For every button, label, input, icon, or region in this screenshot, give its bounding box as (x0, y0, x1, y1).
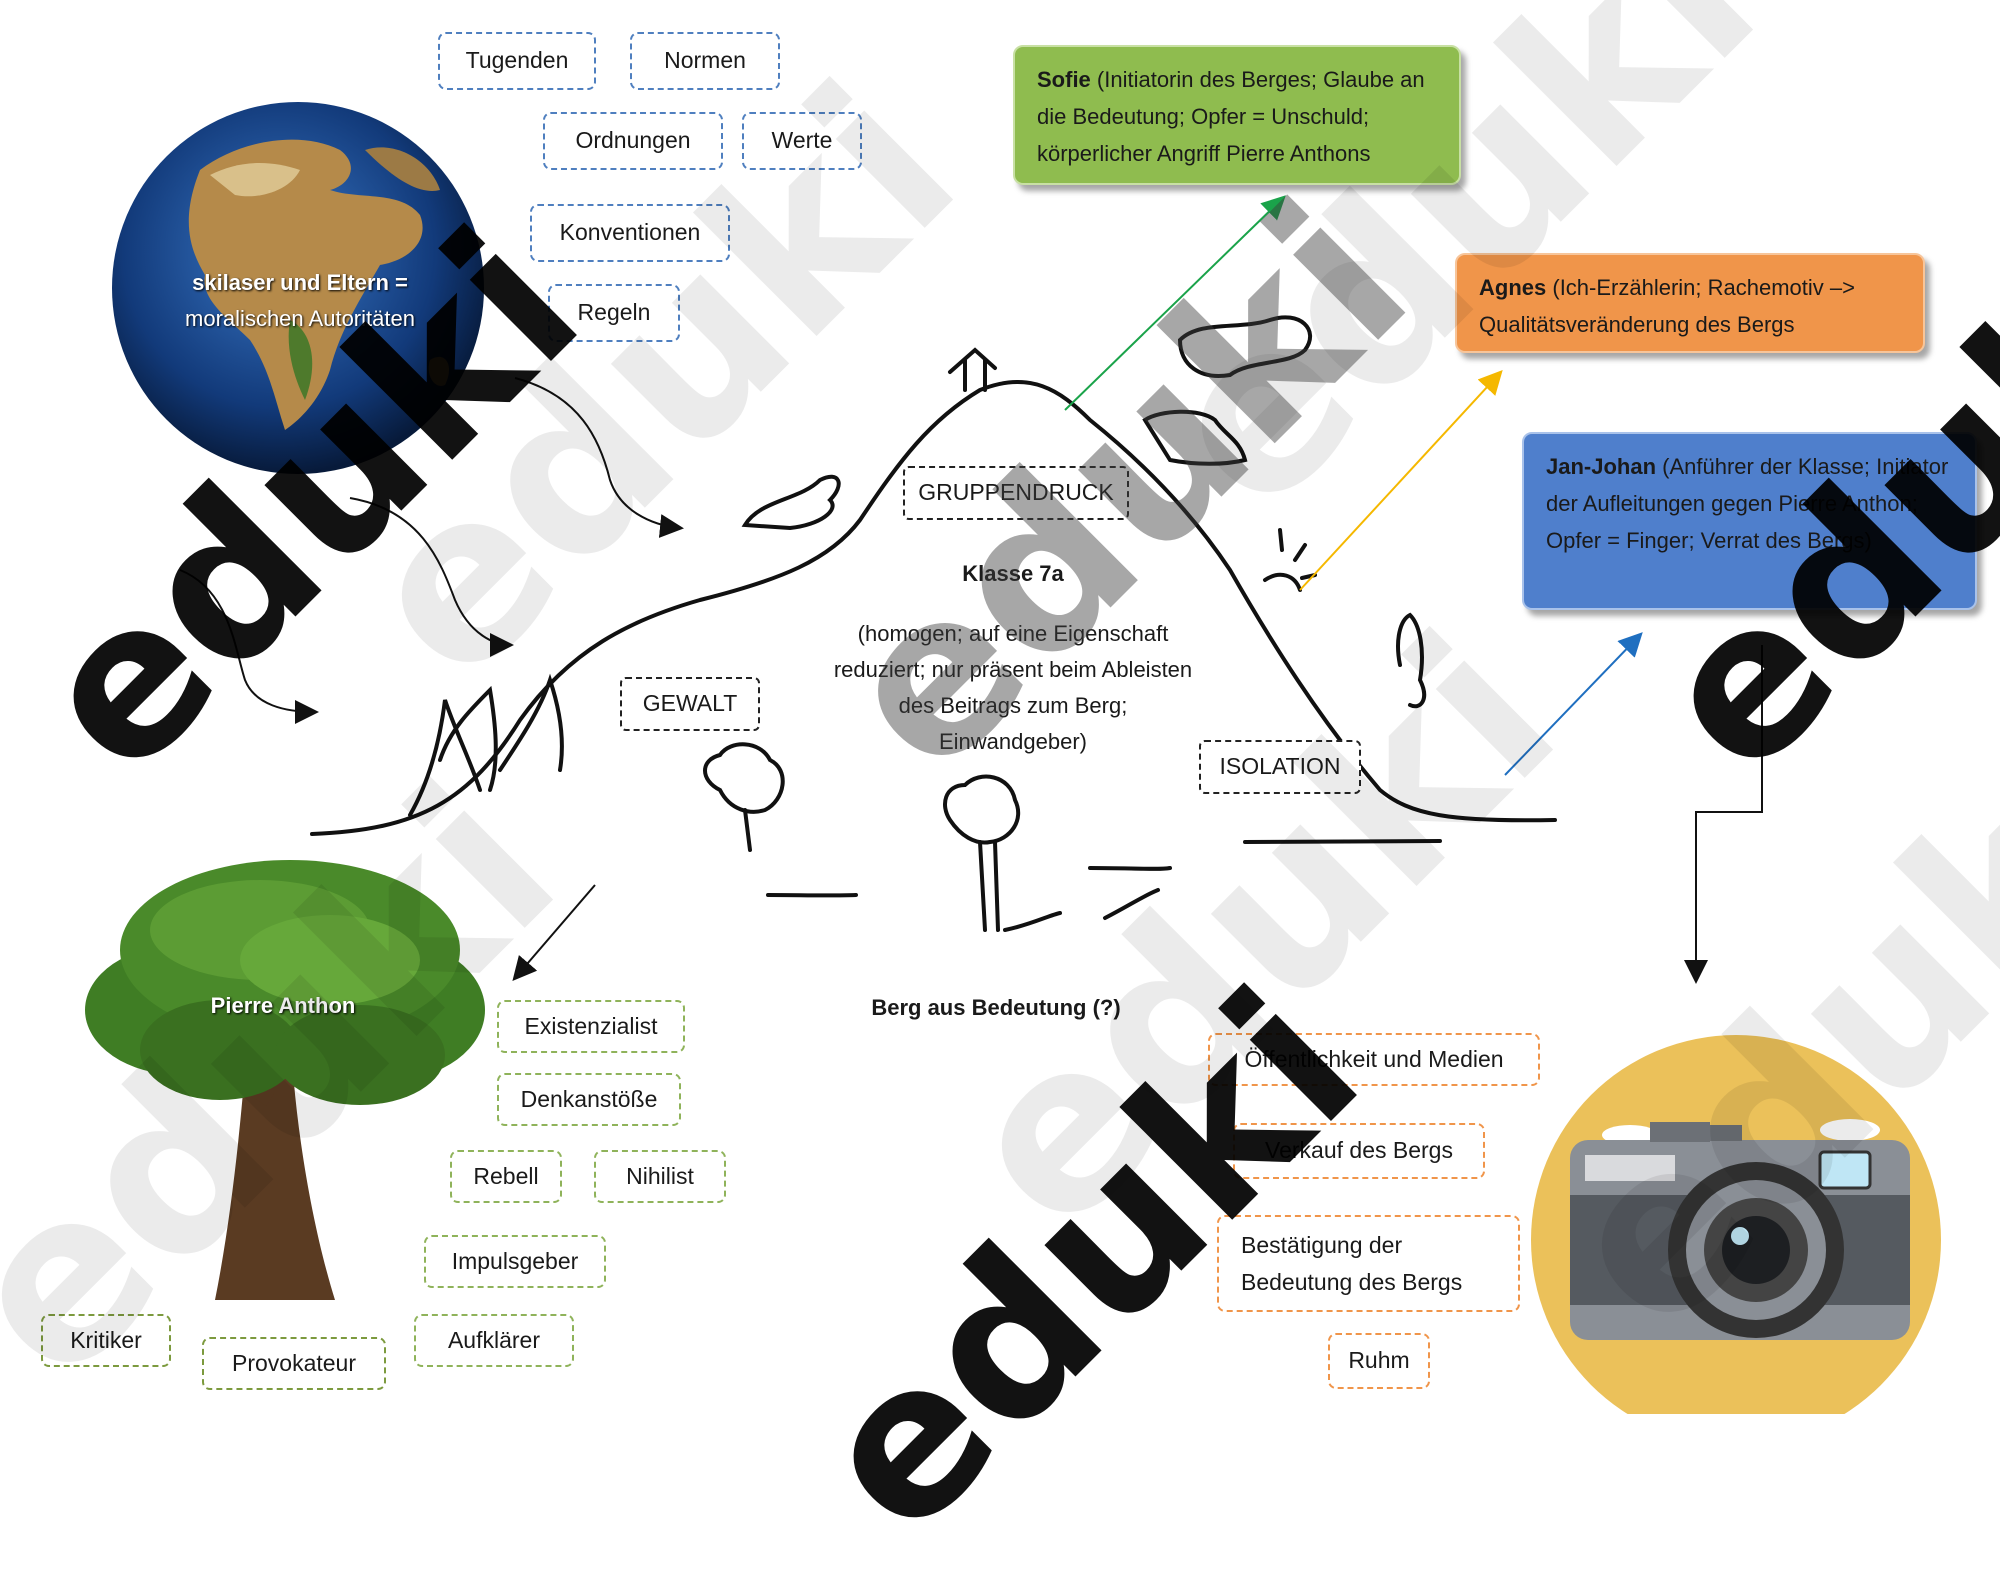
media-label-line2: Bedeutung des Bergs (1241, 1268, 1463, 1295)
klasse-description: (homogen; auf eine Eigenschaft reduziert… (793, 616, 1233, 760)
media-box-oeffentlichkeit: Öffentlichkeit und Medien (1208, 1033, 1540, 1086)
character-name: Jan-Johan (1546, 454, 1657, 479)
globe-caption-line2: moralischen Autoritäten (185, 306, 415, 331)
label-gewalt: GEWALT (620, 677, 760, 731)
value-box-konventionen: Konventionen (530, 204, 730, 262)
globe-caption-line1: skilaser und Eltern = (192, 270, 408, 295)
value-label: Tugenden (465, 47, 569, 74)
label-gruppendruck: GRUPPENDRUCK (903, 466, 1129, 520)
diagram-drawing (85, 102, 1941, 1414)
trait-box-kritiker: Kritiker (41, 1314, 171, 1367)
trait-label: Provokateur (231, 1349, 356, 1376)
trait-label: Existenzialist (524, 1012, 658, 1039)
trait-label: Rebell (473, 1162, 539, 1189)
globe-caption: skilaser und Eltern = moralischen Autori… (150, 265, 450, 337)
media-label: Ruhm (1348, 1347, 1410, 1374)
klasse-description-line2: reduziert; nur präsent beim Ableisten (833, 657, 1193, 682)
media-label: Verkauf des Bergs (1265, 1137, 1453, 1164)
media-box-bestaetigung: Bestätigung der Bedeutung des Bergs (1217, 1215, 1520, 1312)
label-text: GEWALT (642, 690, 738, 717)
character-box-sofie: Sofie (Initiatorin des Berges; Glaube an… (1013, 45, 1461, 185)
label-isolation: ISOLATION (1199, 740, 1361, 794)
trait-label: Kritiker (70, 1326, 142, 1353)
trait-box-provokateur: Provokateur (202, 1337, 386, 1390)
trait-box-denkanstoesse: Denkanstöße (497, 1073, 681, 1126)
trait-box-aufklaerer: Aufklärer (414, 1314, 574, 1367)
media-label-line1: Bestätigung der (1241, 1231, 1403, 1258)
media-label: Öffentlichkeit und Medien (1244, 1045, 1504, 1072)
klasse-description-line3: des Beitrags zum Berg; (898, 693, 1128, 718)
value-box-ordnungen: Ordnungen (543, 112, 723, 170)
value-label: Regeln (577, 299, 651, 326)
tree-image (85, 860, 485, 1300)
value-label: Ordnungen (575, 127, 691, 154)
character-box-janjohan: Jan-Johan (Anführer der Klasse; Initiato… (1522, 432, 1977, 610)
value-box-regeln: Regeln (548, 284, 680, 342)
character-box-agnes: Agnes (Ich-Erzählerin; Rachemotiv –> Qua… (1455, 253, 1925, 353)
trait-box-existenzialist: Existenzialist (497, 1000, 685, 1053)
media-box-verkauf: Verkauf des Bergs (1233, 1123, 1485, 1179)
value-label: Konventionen (559, 219, 701, 246)
label-text: GRUPPENDRUCK (918, 479, 1114, 506)
trait-label: Nihilist (626, 1162, 694, 1189)
character-description: (Anführer der Klasse; Initiator der Aufl… (1546, 454, 1949, 553)
klasse-title: Klasse 7a (962, 561, 1064, 586)
value-box-werte: Werte (742, 112, 862, 170)
trait-box-nihilist: Nihilist (594, 1150, 726, 1203)
character-name: Agnes (1479, 275, 1547, 300)
pierre-anthon-label: Pierre Anthon (210, 993, 356, 1018)
value-box-tugenden: Tugenden (438, 32, 596, 90)
value-label: Normen (664, 47, 746, 74)
camera-image (1531, 1035, 1941, 1414)
klasse-description-line4: Einwandgeber) (939, 729, 1087, 754)
character-name: Sofie (1037, 67, 1091, 92)
trait-box-rebell: Rebell (450, 1150, 562, 1203)
character-description: (Initiatorin des Berges; Glaube an die B… (1037, 67, 1425, 166)
value-box-normen: Normen (630, 32, 780, 90)
label-text: ISOLATION (1219, 753, 1341, 780)
value-label: Werte (771, 127, 833, 154)
trait-label: Aufklärer (447, 1326, 541, 1353)
klasse-description-line1: (homogen; auf eine Eigenschaft (857, 621, 1169, 646)
mountain-title: Berg aus Bedeutung (?) (871, 995, 1121, 1020)
trait-label: Impulsgeber (451, 1247, 579, 1274)
media-box-ruhm: Ruhm (1328, 1333, 1430, 1389)
trait-box-impulsgeber: Impulsgeber (424, 1235, 606, 1288)
trait-label: Denkanstöße (520, 1085, 658, 1112)
globe-image (112, 102, 484, 474)
connector-arrows (179, 195, 1763, 984)
character-description: (Ich-Erzählerin; Rachemotiv –> Qualitäts… (1479, 275, 1855, 337)
mountain-sketch (310, 315, 1557, 932)
